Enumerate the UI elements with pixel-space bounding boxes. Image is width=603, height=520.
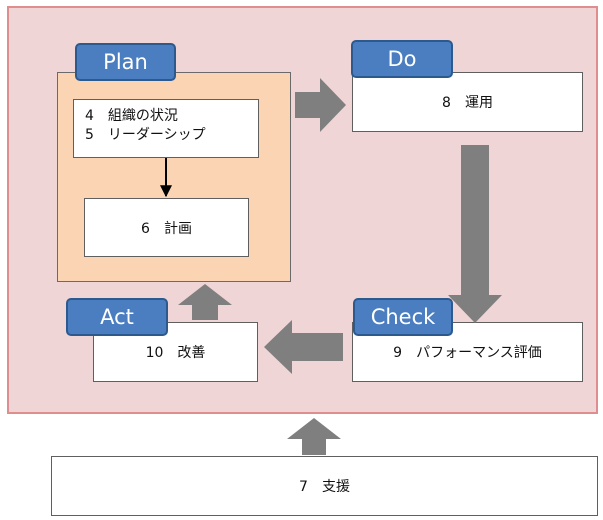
support-arrow (287, 418, 341, 455)
plan-label-text: Plan (103, 50, 148, 74)
act-label: Act (66, 298, 168, 336)
plan-label: Plan (75, 43, 176, 81)
context-item: 4 組織の状況 (85, 108, 178, 124)
act-label-text: Act (100, 305, 134, 329)
act-to-plan-arrow (178, 284, 232, 320)
planning-text: 6 計画 (141, 220, 192, 237)
support-box: 7 支援 (51, 456, 598, 516)
leadership-item: 5 リーダーシップ (85, 127, 206, 143)
check-label-text: Check (370, 305, 436, 329)
context-leadership-box: 4 組織の状況 5 リーダーシップ (73, 99, 259, 158)
support-text: 7 支援 (299, 479, 350, 495)
operation-text: 8 運用 (442, 95, 493, 111)
do-label-text: Do (387, 47, 417, 71)
check-label: Check (353, 298, 453, 336)
plan-to-do-arrow (295, 78, 346, 132)
check-to-act-arrow (264, 320, 343, 374)
do-to-check-arrow (448, 145, 502, 323)
operation-box: 8 運用 (352, 72, 583, 132)
planning-box: 6 計画 (84, 198, 249, 257)
evaluation-text: 9 パフォーマンス評価 (393, 345, 542, 361)
do-label: Do (351, 40, 453, 78)
improvement-text: 10 改善 (145, 345, 206, 361)
